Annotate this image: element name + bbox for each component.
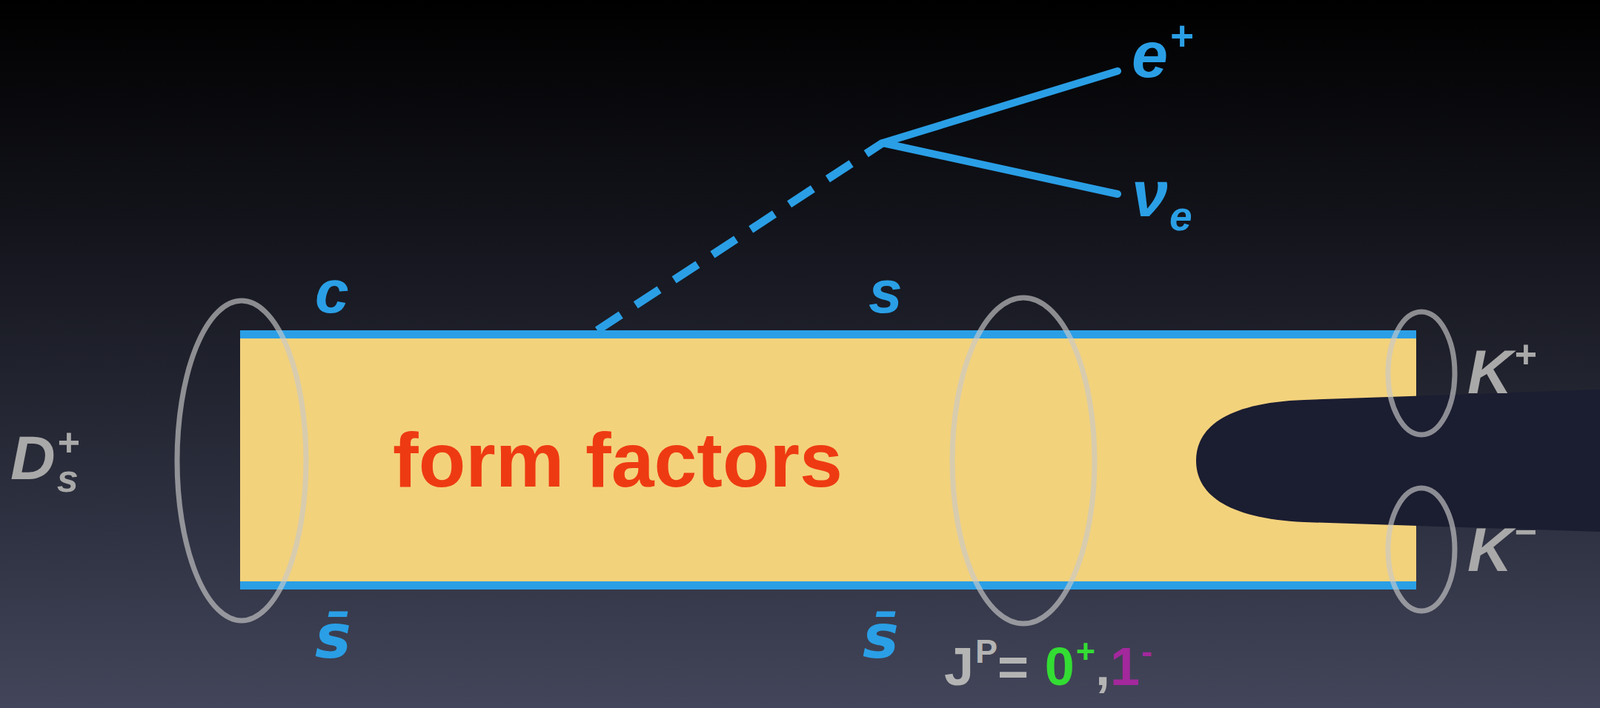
subscript: e	[1169, 193, 1193, 240]
symbol: ,	[1095, 637, 1111, 697]
antiquark-line	[240, 581, 1417, 590]
symbol: =	[997, 637, 1029, 697]
meson-ellipse	[177, 300, 307, 622]
symbol: K	[1467, 337, 1513, 407]
superscript: -	[1141, 632, 1153, 671]
kaon-label: K+	[1467, 340, 1537, 404]
meson-band-node: form factors	[240, 334, 1417, 586]
symbol: s̄	[314, 601, 352, 673]
symbol: 1	[1110, 637, 1140, 697]
meson-ellipse	[952, 297, 1095, 624]
symbol: ν	[1131, 157, 1168, 231]
symbol: e	[1131, 17, 1168, 92]
kaon-ellipse	[1388, 311, 1455, 436]
w-boson-line	[597, 143, 883, 331]
positron-line	[882, 71, 1118, 144]
meson-name: D+s	[10, 424, 80, 499]
symbol: K	[1467, 515, 1513, 585]
symbol: s̄	[862, 601, 899, 673]
lepton-label: νe	[1131, 161, 1193, 227]
antiquark-label: s̄	[862, 606, 899, 668]
kaon-label: K−	[1467, 518, 1537, 582]
neutrino-line	[882, 143, 1118, 195]
quark-label: s	[868, 261, 903, 323]
charge-or-flavour: s	[57, 460, 80, 498]
symbol: J	[944, 637, 974, 697]
quark-line	[240, 330, 1417, 339]
quark-label: c	[314, 261, 350, 323]
symbol: c	[314, 257, 350, 326]
symbol: 0	[1044, 637, 1075, 697]
band-label: form factors	[392, 421, 843, 499]
spin-parity: JP=0+,1-	[944, 640, 1153, 694]
charge-stack: +s	[57, 424, 80, 499]
symbol: D	[10, 423, 56, 493]
symbol: s	[868, 257, 903, 326]
superscript: +	[1076, 632, 1096, 671]
antiquark-label: s̄	[314, 606, 352, 668]
superscript: +	[1514, 332, 1537, 376]
superscript: −	[1514, 510, 1537, 554]
kaon-ellipse	[1388, 488, 1455, 612]
superscript: P	[975, 632, 998, 671]
charge-or-flavour: +	[57, 424, 80, 461]
superscript: +	[1169, 12, 1194, 59]
lepton-label: e+	[1131, 22, 1194, 88]
